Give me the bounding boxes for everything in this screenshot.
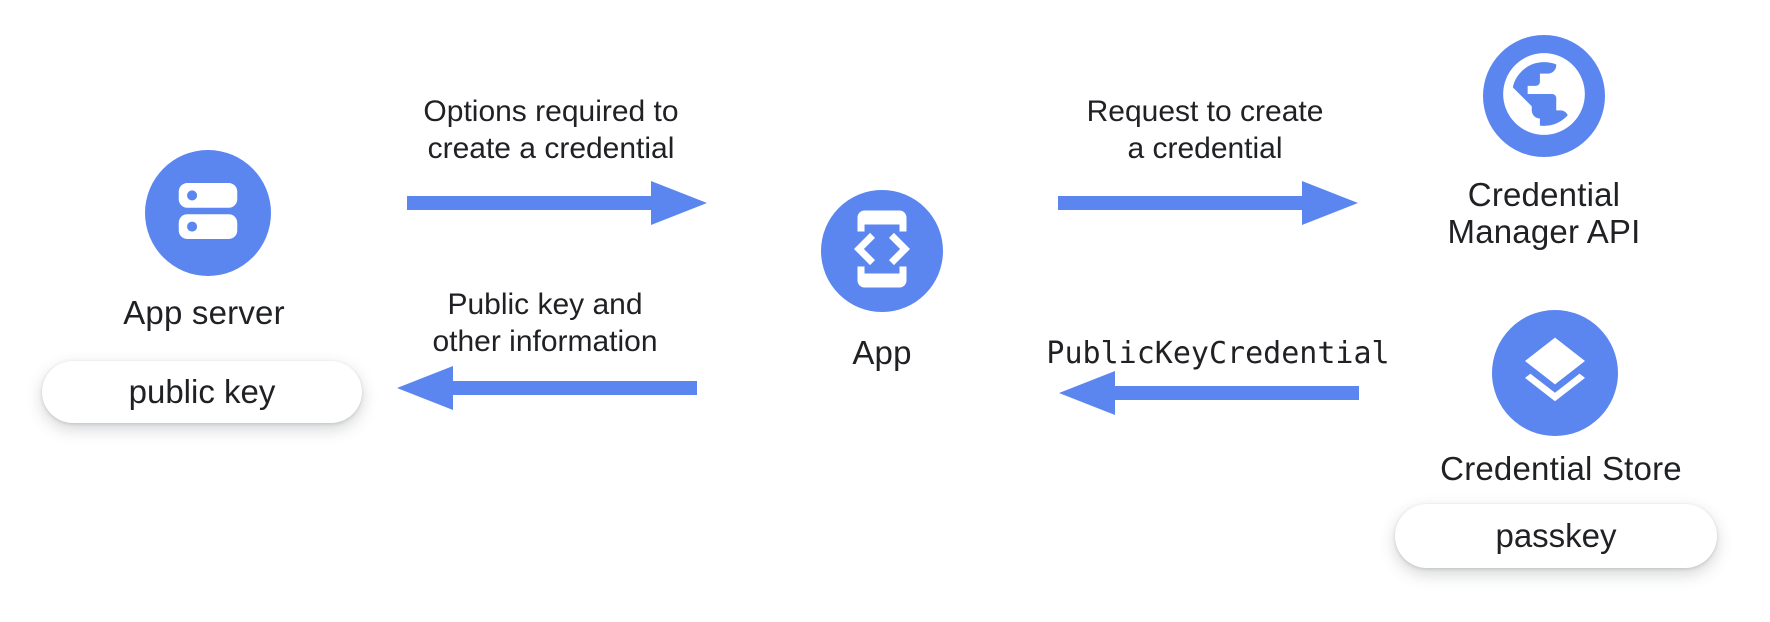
credential-manager-label: Credential Manager API bbox=[1447, 176, 1641, 250]
app-server-label: App server bbox=[123, 294, 285, 331]
app-label: App bbox=[852, 334, 912, 371]
arrow-left-icon bbox=[397, 366, 697, 410]
arrow-right-icon bbox=[1058, 181, 1358, 225]
credential-store-node bbox=[1492, 310, 1618, 436]
passkey-pill-label: passkey bbox=[1495, 517, 1617, 554]
globe-icon bbox=[1495, 45, 1593, 148]
arrow-request-label: Request to create a credential bbox=[1086, 95, 1324, 165]
public-key-pill-label: public key bbox=[128, 373, 276, 410]
credential-store-label: Credential Store bbox=[1440, 450, 1682, 487]
credential-manager-node bbox=[1483, 35, 1605, 157]
app-server-node bbox=[145, 150, 271, 276]
layers-icon bbox=[1515, 331, 1595, 416]
phone-code-icon bbox=[840, 207, 924, 296]
arrow-public-key-info-label: Public key and other information bbox=[432, 288, 658, 358]
arrow-right-icon bbox=[407, 181, 707, 225]
arrow-options-label: Options required to create a credential bbox=[423, 95, 679, 165]
server-icon bbox=[169, 172, 247, 255]
arrow-left-icon bbox=[1059, 371, 1359, 415]
passkey-pill: passkey bbox=[1395, 504, 1717, 568]
public-key-pill: public key bbox=[42, 361, 362, 423]
arrow-publickeycredential-label: PublicKeyCredential bbox=[1046, 336, 1390, 371]
app-node bbox=[821, 190, 943, 312]
